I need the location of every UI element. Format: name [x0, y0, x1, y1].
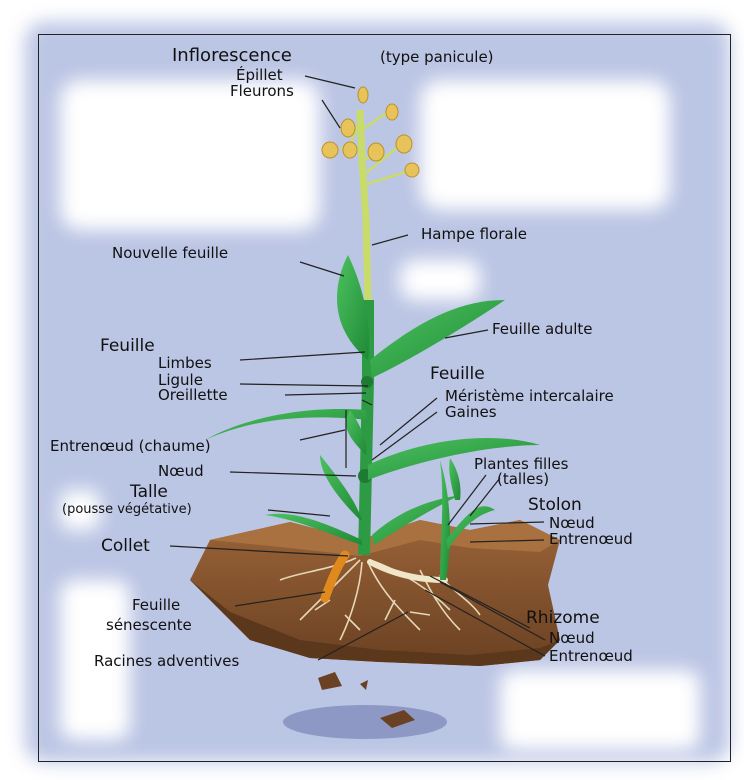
- label-feuille-adulte: Feuille adulte: [492, 322, 593, 337]
- label-limbes: Limbes: [158, 356, 212, 371]
- label-stolon: Stolon: [528, 497, 582, 514]
- label-pousse-vegetative: (pousse végétative): [62, 503, 192, 516]
- label-feuille-senescente-1: Feuille: [132, 598, 180, 613]
- label-racines-adventives: Racines adventives: [94, 654, 239, 669]
- label-epillet: Épillet: [236, 68, 283, 83]
- label-feuille-senescente-2: sénescente: [106, 618, 192, 633]
- label-noeud-left: Nœud: [158, 464, 204, 479]
- label-stolon-noeud: Nœud: [549, 516, 595, 531]
- label-gaines: Gaines: [445, 405, 497, 420]
- label-nouvelle-feuille: Nouvelle feuille: [112, 246, 228, 261]
- label-rhizome: Rhizome: [526, 610, 600, 627]
- label-feuille-right: Feuille: [430, 366, 485, 383]
- label-rhizome-entrenoeud: Entrenœud: [549, 649, 633, 664]
- label-stolon-entrenoeud: Entrenœud: [549, 532, 633, 547]
- label-rhizome-noeud: Nœud: [549, 631, 595, 646]
- label-talles: (talles): [497, 472, 549, 487]
- label-oreillette: Oreillette: [158, 388, 228, 403]
- label-meristeme: Méristème intercalaire: [445, 389, 614, 404]
- label-inflorescence: Inflorescence: [172, 47, 292, 65]
- label-hampe-florale: Hampe florale: [421, 227, 527, 242]
- label-feuille-left: Feuille: [100, 338, 155, 355]
- label-entrenoeud-chaume: Entrenœud (chaume): [50, 439, 211, 454]
- label-type-panicule: (type panicule): [380, 50, 494, 65]
- label-talle: Talle: [130, 484, 168, 501]
- label-fleurons: Fleurons: [230, 84, 294, 99]
- label-collet: Collet: [101, 538, 150, 555]
